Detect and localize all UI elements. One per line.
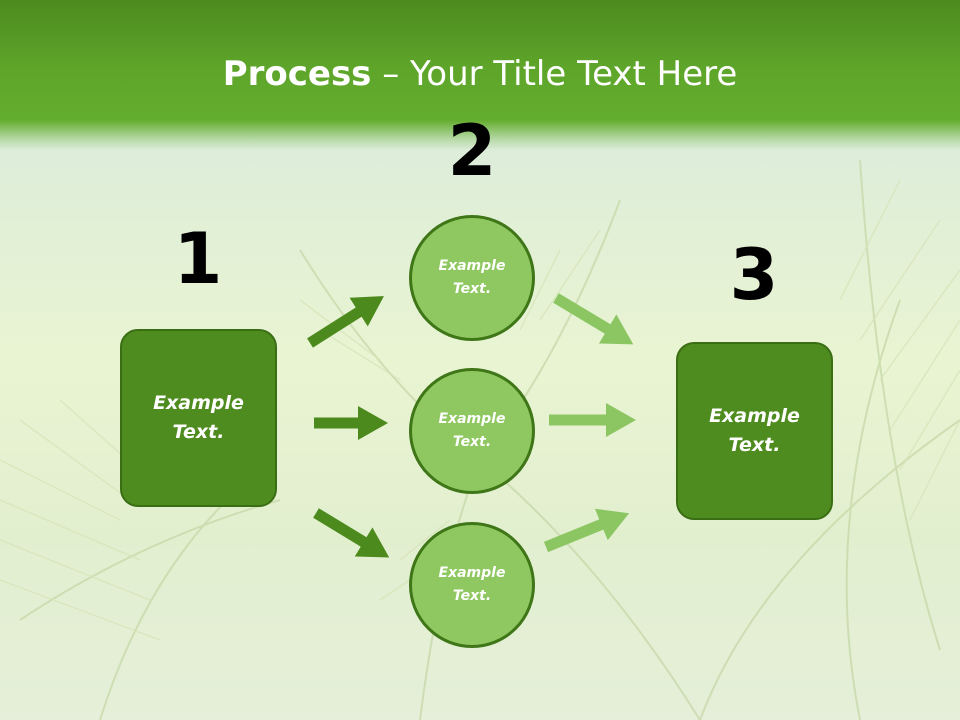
arrow-bottom-to-right	[543, 508, 630, 553]
circle-bottom: Example Text.	[409, 522, 535, 648]
arrow-top-to-right	[553, 293, 634, 345]
slide-title: Process – Your Title Text Here	[0, 52, 960, 96]
step-number-2: 2	[447, 110, 497, 192]
arrow-to-bottom-circle	[313, 508, 390, 558]
step-number-3: 3	[729, 234, 779, 316]
arrow-to-top-circle	[307, 296, 384, 348]
right-box: Example Text.	[676, 342, 833, 520]
left-box: Example Text.	[120, 329, 277, 507]
title-rest: – Your Title Text Here	[371, 54, 738, 94]
circle-top: Example Text.	[409, 215, 535, 341]
step-number-1: 1	[173, 218, 223, 300]
title-bar	[0, 0, 960, 150]
circle-middle: Example Text.	[409, 368, 535, 494]
title-bold: Process	[222, 54, 372, 94]
